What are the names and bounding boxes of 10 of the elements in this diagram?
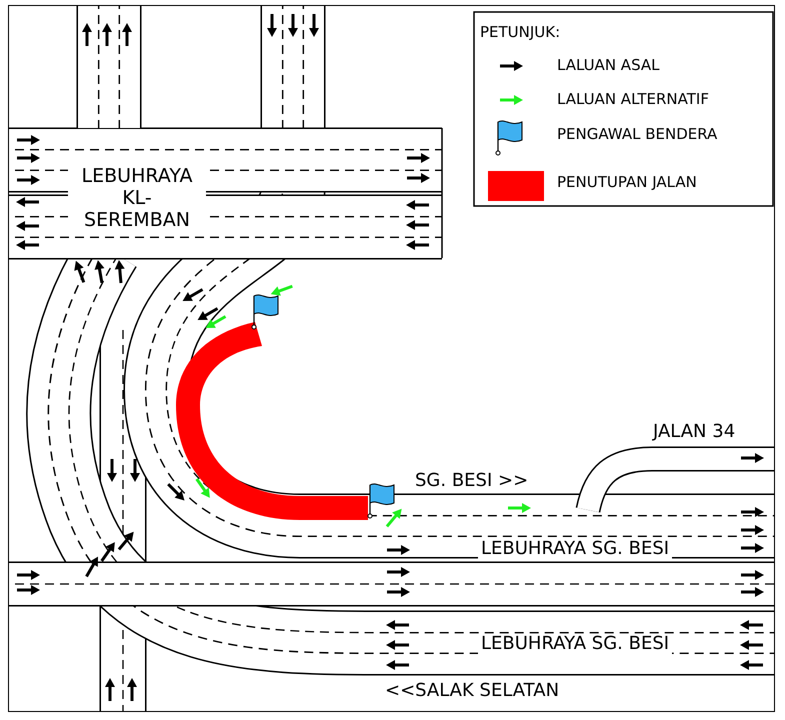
legend-text: LALUAN ASAL xyxy=(557,56,660,74)
direction-label: SG. BESI >> xyxy=(415,471,528,492)
legend-text: LALUAN ALTERNATIF xyxy=(557,90,709,108)
legend-text: PENGAWAL BENDERA xyxy=(557,125,718,143)
road-name: LEBUHRAYA SG. BESI xyxy=(478,634,672,655)
direction-label: <<SALAK SELATAN xyxy=(385,681,560,702)
legend-title: PETUNJUK: xyxy=(480,24,560,42)
road-name: JALAN 34 xyxy=(653,422,736,443)
legend-text: PENUTUPAN JALAN xyxy=(557,173,697,191)
road-name: LEBUHRAYA SG. BESI xyxy=(478,539,672,560)
